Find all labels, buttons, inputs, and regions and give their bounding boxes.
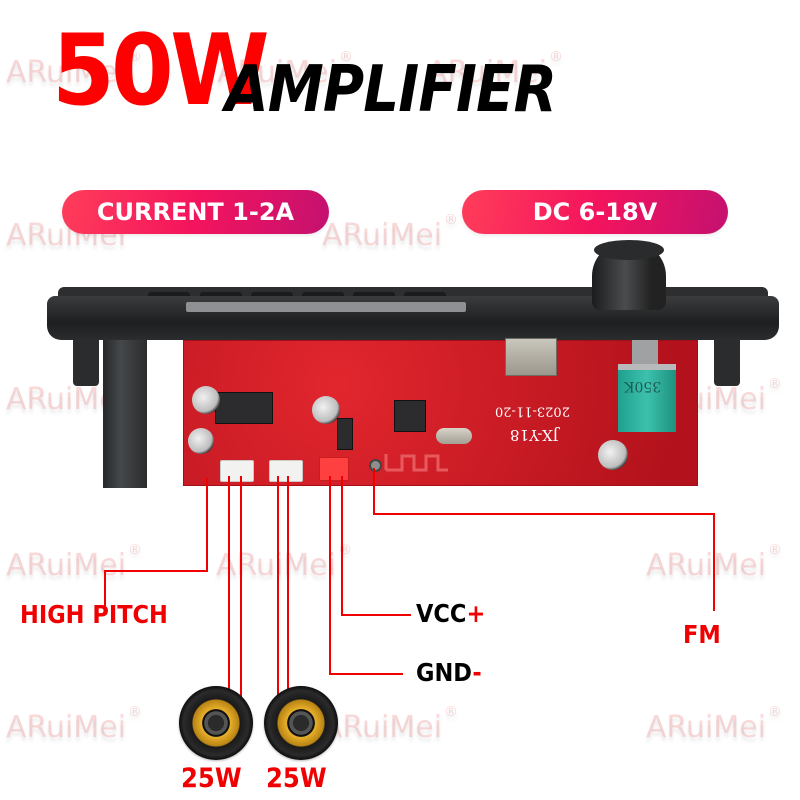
speaker-icon xyxy=(264,686,338,760)
capacitor xyxy=(598,440,628,470)
capacitor xyxy=(312,396,340,424)
voltage-spec-badge: DC 6-18V xyxy=(462,190,728,234)
callout-line-speaker-2 xyxy=(277,476,279,698)
watermark: ARuiMei® xyxy=(6,542,143,583)
watermark: ARuiMei® xyxy=(217,49,354,90)
callout-line-fm xyxy=(373,513,715,515)
crystal-oscillator xyxy=(436,428,472,444)
high-pitch-label: HIGH PITCH xyxy=(20,600,168,629)
potentiometer-label: 350K xyxy=(624,378,662,394)
mount-post-left xyxy=(73,340,99,386)
speaker-connector-right xyxy=(269,460,303,482)
speaker-2-power: 25W xyxy=(266,763,327,794)
vcc-sign: + xyxy=(466,599,486,628)
speaker-1-power: 25W xyxy=(181,763,242,794)
bluetooth-chip xyxy=(394,400,426,432)
amplifier-ic xyxy=(215,392,273,424)
potentiometer xyxy=(618,364,676,432)
callout-line-gnd xyxy=(329,673,403,675)
gnd-text: GND xyxy=(416,658,473,687)
power-title: 50W xyxy=(52,14,270,128)
capacitor xyxy=(192,386,220,414)
callout-line-speaker-1 xyxy=(228,476,230,698)
callout-line-vcc xyxy=(341,614,411,616)
callout-line-high-pitch xyxy=(206,478,208,572)
product-title: AMPLIFIER xyxy=(225,53,557,127)
callout-line-speaker-2 xyxy=(287,476,289,698)
speaker-connector-left xyxy=(220,460,254,482)
fm-label: FM xyxy=(683,620,721,649)
gnd-label: GND- xyxy=(416,660,482,685)
power-connector xyxy=(319,457,349,481)
gnd-sign: - xyxy=(472,658,482,687)
potentiometer-shaft xyxy=(632,340,658,366)
callout-line-vcc xyxy=(341,476,343,616)
watermark: ARuiMei® xyxy=(427,49,564,90)
current-spec-badge: CURRENT 1-2A xyxy=(62,190,329,234)
diode xyxy=(337,418,353,450)
callout-line-speaker-1 xyxy=(240,476,242,698)
watermark: ARuiMei® xyxy=(216,542,353,583)
usb-port xyxy=(505,338,557,376)
watermark: ARuiMei® xyxy=(6,704,143,745)
capacitor xyxy=(188,428,214,454)
fm-antenna-pad xyxy=(369,459,382,472)
mount-bracket xyxy=(103,340,147,488)
vcc-text: VCC xyxy=(416,599,467,628)
watermark: ARuiMei® xyxy=(322,704,459,745)
callout-line-fm xyxy=(373,468,375,514)
callout-line-gnd xyxy=(329,476,331,675)
watermark: ARuiMei® xyxy=(6,49,143,90)
board-date: 2023-11-20 xyxy=(495,403,570,419)
callout-line-high-pitch xyxy=(104,570,106,606)
board-model: JX-Y18 xyxy=(510,425,559,444)
vcc-label: VCC+ xyxy=(416,601,485,626)
volume-knob-top xyxy=(594,240,664,260)
watermark: ARuiMei® xyxy=(646,542,783,583)
mount-post-right xyxy=(714,340,740,386)
display-window xyxy=(186,302,466,312)
callout-line-fm xyxy=(713,513,715,611)
speaker-icon xyxy=(179,686,253,760)
callout-line-high-pitch xyxy=(104,570,208,572)
watermark: ARuiMei® xyxy=(322,212,459,253)
watermark: ARuiMei® xyxy=(646,704,783,745)
pcb-antenna-trace xyxy=(384,454,448,472)
